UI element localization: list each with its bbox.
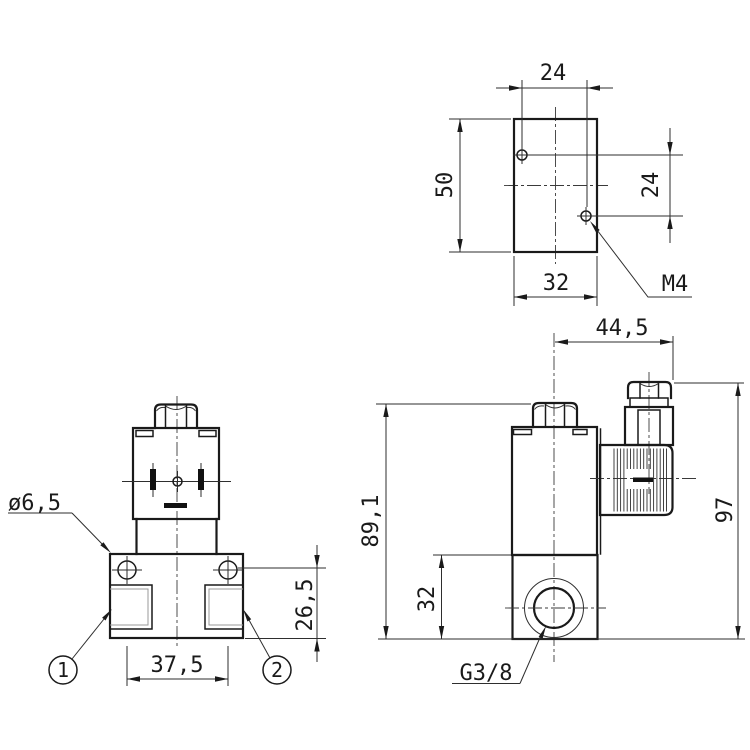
balloon-number: 2 [271,658,283,682]
connector-indicator-bar [633,477,653,482]
front-view-connector-pins [122,463,231,497]
balloon-port-1: 1 [48,609,112,685]
dim-label: 24 [639,172,664,199]
dim-right-24-vertical: 24 [530,128,683,243]
top-view-body-outline [512,117,599,254]
side-view-coil-notch-right [572,428,588,436]
dim-label: 89,1 [359,495,384,548]
connector-main-block [598,443,674,517]
leader-hole-diameter: ø6,5 [8,491,111,553]
side-view-hex-nut [531,401,579,429]
dim-label: 26,5 [293,579,318,632]
side-view-coil-body [510,425,599,557]
leader-port-thread-g38: G3/8 [452,626,546,686]
balloon-port-2: 2 [243,609,292,685]
side-view-port-g38 [505,578,606,638]
dim-label: 32 [543,271,570,296]
dim-port-center-32: 32 [415,554,511,639]
hole-diameter-label: ø6,5 [8,491,61,516]
top-view: 24 50 24 32 [433,61,692,306]
connector-rib-hatching [613,448,667,512]
side-view-base-block [511,553,599,641]
dim-port-spacing-37-5: 37,5 [126,646,229,686]
connector-cable-gland-nut [626,380,673,400]
front-view-hex-nut [153,403,199,430]
dim-label: 32 [415,586,440,613]
top-view-hole-lower-right [577,207,595,225]
dim-label: 24 [540,61,567,86]
front-view-coil-notch-right [198,429,217,438]
dim-left-50-vertical: 50 [433,118,511,253]
port-thread-label: G3/8 [460,661,513,686]
front-view-center-indicator [172,471,183,492]
dim-label: 44,5 [596,316,649,341]
thread-callout-label: M4 [662,272,689,297]
top-view-hole-upper-left [513,146,531,164]
front-view: 26,5 37,5 ø6,5 1 [8,396,326,686]
leader-m4-thread: M4 [590,221,692,298]
dim-base-height-26-5: 26,5 [238,545,326,662]
dim-total-height-97: 97 [674,382,744,639]
front-view-base-block [108,552,245,640]
dim-top-24-horizontal: 24 [496,61,613,207]
dim-bottom-32-horizontal: 32 [513,256,598,306]
side-view-din-connector [590,372,697,517]
front-view-indicator-bar [164,503,187,508]
front-view-coil-body [131,426,221,521]
dim-label: 37,5 [151,653,204,678]
side-view-coil-notch-left [512,428,533,436]
side-view: 44,5 89,1 97 32 [359,316,745,686]
dim-body-height-89-1: 89,1 [359,403,531,639]
dim-width-44-5: 44,5 [555,316,674,380]
front-view-hole-right [213,556,243,584]
dim-label: 97 [713,497,738,524]
front-view-port-left [109,584,153,630]
front-view-port-right [204,584,244,630]
dim-label: 50 [433,172,458,199]
front-view-coil-notch-left [135,429,154,438]
balloon-number: 1 [57,658,69,682]
front-view-hole-left [112,556,142,584]
